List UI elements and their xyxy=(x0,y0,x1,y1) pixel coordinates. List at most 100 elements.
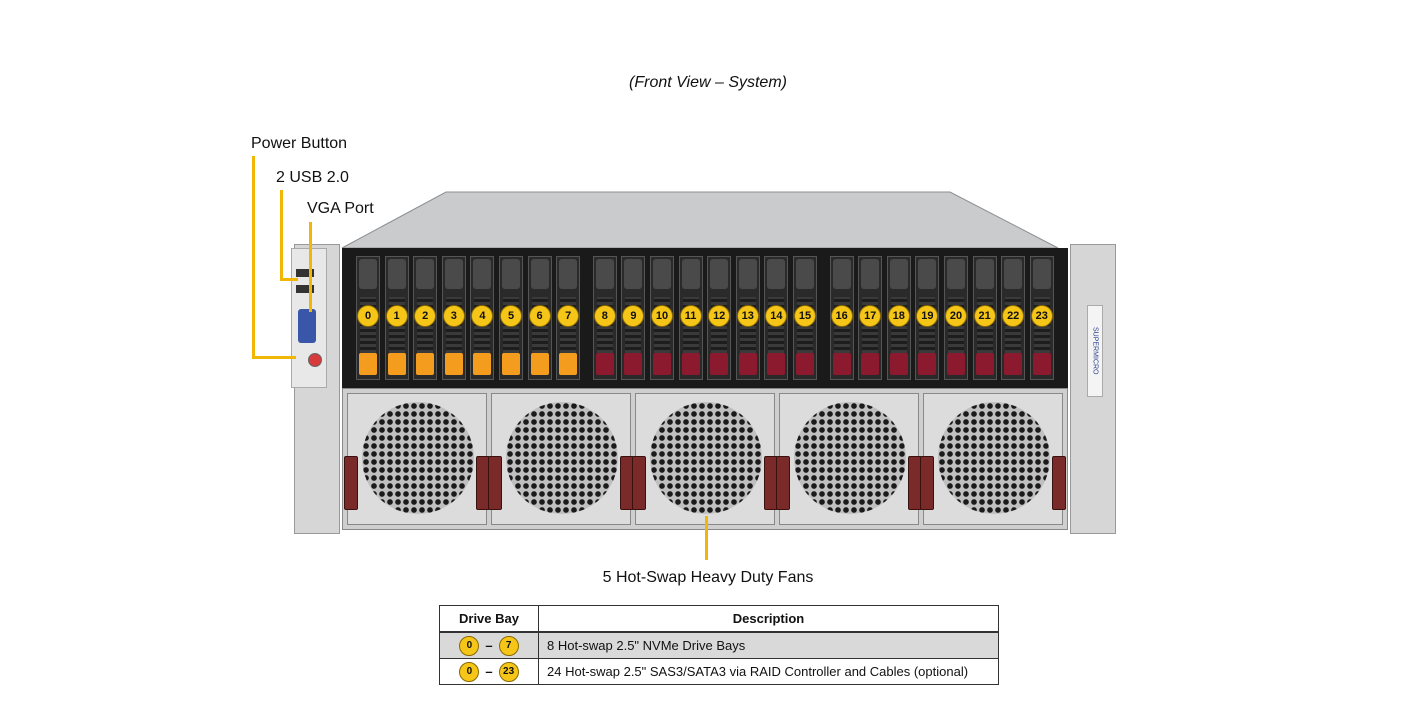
drive-carrier-top xyxy=(359,259,377,289)
drive-latch[interactable] xyxy=(796,353,814,375)
drive-carrier-top xyxy=(416,259,435,289)
drive-carrier-top xyxy=(889,259,908,289)
drive-latch[interactable] xyxy=(889,353,908,375)
bay-number-badge: 10 xyxy=(651,305,673,327)
drive-latch[interactable] xyxy=(918,353,937,375)
drive-carrier-top xyxy=(1004,259,1023,289)
table-cell: 8 Hot-swap 2.5" NVMe Drive Bays xyxy=(538,631,999,659)
drive-latch[interactable] xyxy=(1032,353,1051,375)
drive-carrier-top xyxy=(918,259,937,289)
bay-number-badge: 0 xyxy=(357,305,379,327)
power-button-leader xyxy=(252,356,296,359)
usb-port[interactable] xyxy=(296,269,314,277)
bay-number-badge: 3 xyxy=(442,305,465,327)
fan-handle[interactable] xyxy=(1052,456,1066,510)
bay-number-badge: 16 xyxy=(830,305,853,327)
bay-number-badge: 13 xyxy=(736,305,759,327)
drive-bay-0[interactable] xyxy=(356,256,380,380)
fan-grill xyxy=(650,402,762,514)
hot-swap-fan[interactable] xyxy=(344,393,490,525)
usb-label: 2 USB 2.0 xyxy=(276,169,349,186)
fan-handle[interactable] xyxy=(920,456,934,510)
drive-carrier-top xyxy=(796,259,814,289)
drive-latch[interactable] xyxy=(530,353,549,375)
hot-swap-fan[interactable] xyxy=(920,393,1066,525)
fan-handle[interactable] xyxy=(344,456,358,510)
drive-latch[interactable] xyxy=(387,353,406,375)
fan-grill xyxy=(506,402,618,514)
drive-carrier-top xyxy=(710,259,729,289)
drive-latch[interactable] xyxy=(681,353,700,375)
drive-carrier-top xyxy=(473,259,492,289)
bay-number-badge: 6 xyxy=(528,305,551,327)
power-button-leader xyxy=(252,156,255,358)
bay-number-badge: 5 xyxy=(500,305,522,327)
drive-latch[interactable] xyxy=(653,353,671,375)
bay-number-badge: 2 xyxy=(414,305,437,327)
drive-latch[interactable] xyxy=(502,353,520,375)
drive-carrier-top xyxy=(595,259,614,289)
fan-handle[interactable] xyxy=(488,456,502,510)
fans-leader xyxy=(705,516,708,560)
drive-carrier-top xyxy=(530,259,549,289)
drive-carrier-top xyxy=(444,259,463,289)
drive-latch[interactable] xyxy=(559,353,578,375)
drive-carrier-top xyxy=(738,259,757,289)
drive-carrier-top xyxy=(681,259,700,289)
bay-number-badge: 9 xyxy=(622,305,645,327)
drive-latch[interactable] xyxy=(861,353,880,375)
hot-swap-fan[interactable] xyxy=(632,393,778,525)
bay-number-badge: 12 xyxy=(708,305,731,327)
vga-port[interactable] xyxy=(298,309,316,343)
drive-latch[interactable] xyxy=(624,353,643,375)
power-button-icon[interactable] xyxy=(308,353,322,367)
drive-carrier-top xyxy=(559,259,578,289)
drive-latch[interactable] xyxy=(1004,353,1023,375)
drive-latch[interactable] xyxy=(416,353,435,375)
right-rack-ear: SUPERMICRO xyxy=(1070,244,1116,534)
bay-number-badge: 20 xyxy=(945,305,967,327)
drive-carrier-top xyxy=(1032,259,1051,289)
fan-cage xyxy=(342,388,1068,530)
power-button-label: Power Button xyxy=(251,135,348,152)
drive-latch[interactable] xyxy=(595,353,614,375)
fan-handle[interactable] xyxy=(776,456,790,510)
drive-latch[interactable] xyxy=(359,353,377,375)
fan-grill xyxy=(938,402,1050,514)
bay-number-badge: 14 xyxy=(765,305,788,327)
drive-carrier-top xyxy=(387,259,406,289)
bay-badge: 23 xyxy=(498,661,519,682)
drive-carrier-top xyxy=(653,259,671,289)
drive-bay-table: Drive Bay Description 0 – 7 8 Hot-swap 2… xyxy=(439,605,999,685)
drive-latch[interactable] xyxy=(473,353,492,375)
drive-latch[interactable] xyxy=(738,353,757,375)
drive-carrier-top xyxy=(767,259,786,289)
drive-latch[interactable] xyxy=(832,353,851,375)
chassis-top xyxy=(341,191,1059,250)
bay-number-badge: 7 xyxy=(557,305,580,327)
usb-port[interactable] xyxy=(296,285,314,293)
bay-number-badge: 11 xyxy=(679,305,702,327)
bay-badge: 0 xyxy=(459,635,480,656)
drive-latch[interactable] xyxy=(767,353,786,375)
drive-carrier-top xyxy=(832,259,851,289)
hot-swap-fan[interactable] xyxy=(488,393,634,525)
bay-number-badge: 17 xyxy=(859,305,882,327)
drive-latch[interactable] xyxy=(975,353,994,375)
drive-latch[interactable] xyxy=(710,353,729,375)
brand-logo: SUPERMICRO xyxy=(1087,305,1103,397)
bay-number-badge: 8 xyxy=(593,305,616,327)
drive-latch[interactable] xyxy=(444,353,463,375)
drive-carrier-top xyxy=(502,259,520,289)
bay-number-badge: 21 xyxy=(973,305,996,327)
fan-handle[interactable] xyxy=(632,456,646,510)
vga-leader xyxy=(309,222,312,312)
hot-swap-fan[interactable] xyxy=(776,393,922,525)
table-row: 0 – 7 8 Hot-swap 2.5" NVMe Drive Bays xyxy=(439,631,999,659)
drive-carrier-top xyxy=(861,259,880,289)
bay-badge: 0 xyxy=(459,661,480,682)
drive-latch[interactable] xyxy=(947,353,965,375)
fans-label: 5 Hot-Swap Heavy Duty Fans xyxy=(602,569,814,586)
vga-port-label: VGA Port xyxy=(307,200,374,217)
